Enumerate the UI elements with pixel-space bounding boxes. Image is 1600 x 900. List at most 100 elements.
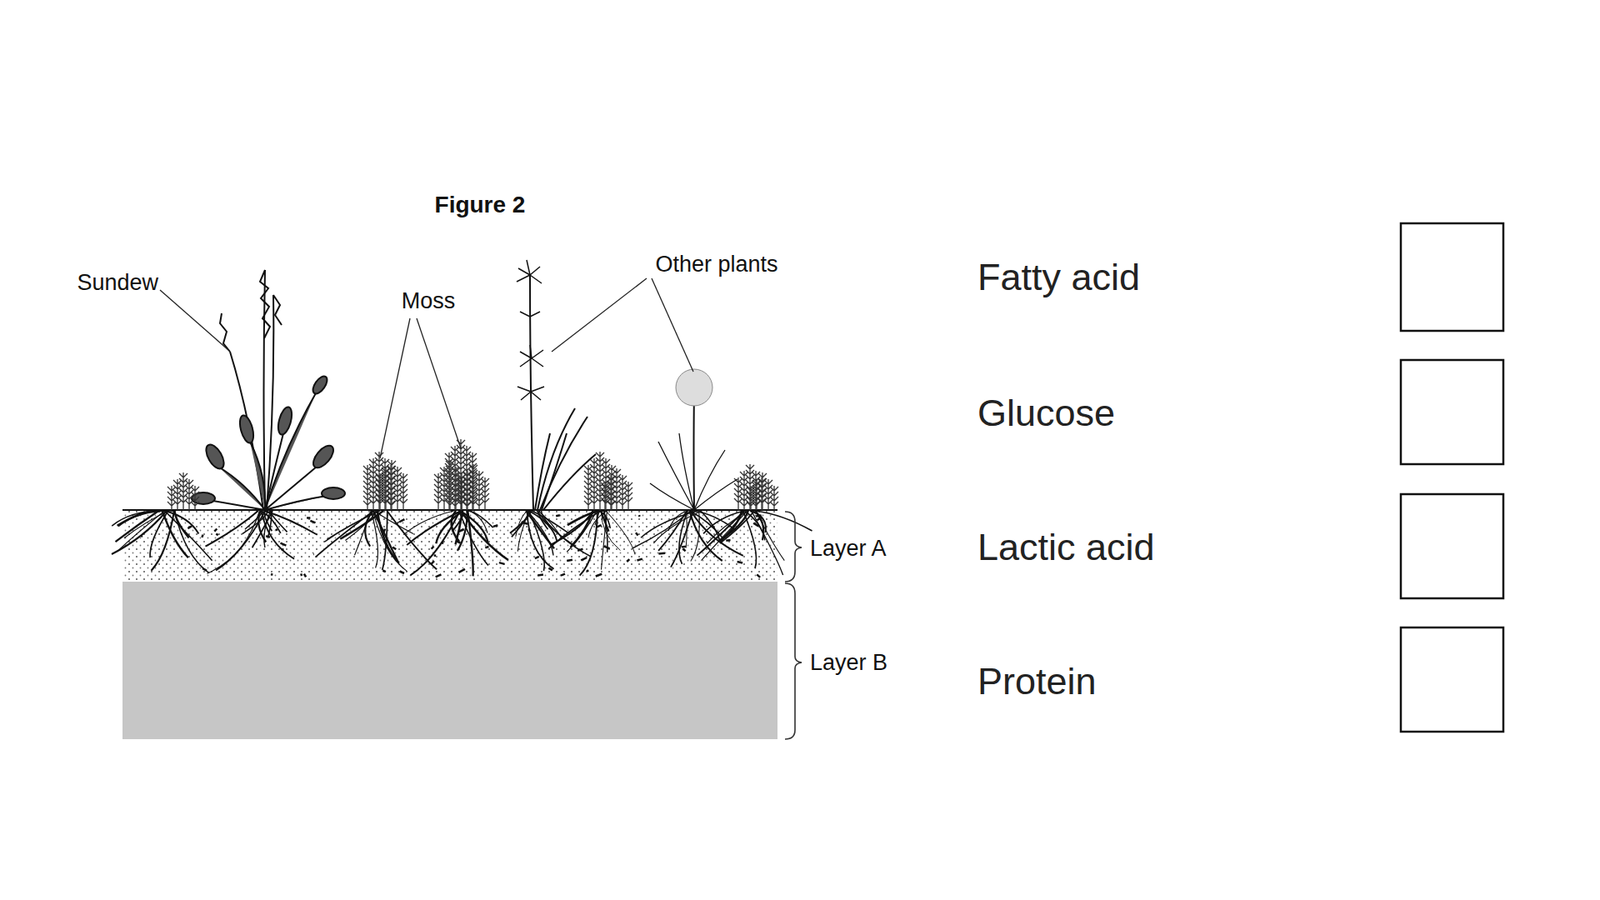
root-stroke bbox=[596, 525, 602, 528]
root-stroke bbox=[499, 562, 505, 565]
root-stroke bbox=[207, 510, 260, 574]
moss-stem bbox=[746, 485, 755, 510]
moss-stem bbox=[450, 445, 460, 510]
root-stroke bbox=[345, 510, 377, 540]
moss-stem bbox=[363, 465, 372, 510]
root-stroke bbox=[275, 529, 278, 531]
root-stroke bbox=[174, 510, 210, 574]
root-stroke bbox=[215, 534, 218, 536]
root-stroke bbox=[265, 535, 270, 537]
sundew-plant bbox=[191, 270, 345, 510]
root-stroke bbox=[201, 535, 203, 538]
root-stroke bbox=[750, 510, 766, 533]
root-stroke bbox=[124, 510, 169, 539]
root-stroke bbox=[529, 510, 545, 571]
option-label: Protein bbox=[977, 660, 1097, 703]
moss-stem bbox=[612, 468, 621, 510]
moss-stem bbox=[445, 460, 455, 510]
root-stroke bbox=[252, 510, 274, 548]
root-stroke bbox=[315, 510, 374, 558]
root-stroke bbox=[685, 510, 688, 549]
root-stroke bbox=[304, 574, 306, 578]
root-stroke bbox=[162, 510, 189, 558]
root-stroke bbox=[457, 510, 468, 551]
moss-stem bbox=[393, 466, 402, 510]
root-stroke bbox=[555, 515, 560, 516]
root-stroke bbox=[370, 510, 378, 569]
roots bbox=[111, 510, 813, 578]
root-stroke bbox=[658, 551, 665, 555]
root-stroke bbox=[743, 510, 757, 569]
root-stroke bbox=[580, 557, 587, 560]
moss-stem bbox=[440, 466, 449, 510]
root-stroke bbox=[410, 510, 460, 575]
moss-stem bbox=[190, 485, 200, 510]
root-stroke bbox=[467, 510, 473, 576]
root-stroke bbox=[693, 510, 736, 531]
moss-stem bbox=[600, 481, 610, 510]
root-stroke bbox=[115, 510, 160, 542]
root-stroke bbox=[637, 559, 643, 561]
layer-a-texture bbox=[122, 510, 778, 582]
root-stroke bbox=[690, 510, 723, 561]
root-stroke bbox=[269, 510, 287, 532]
root-stroke bbox=[270, 573, 273, 576]
root-stroke bbox=[595, 574, 603, 577]
moss-stem bbox=[456, 439, 465, 510]
option-label: Lactic acid bbox=[977, 526, 1155, 569]
root-stroke bbox=[745, 510, 765, 540]
root-stroke bbox=[403, 510, 455, 535]
root-stroke bbox=[431, 546, 435, 550]
root-stroke bbox=[537, 574, 544, 575]
root-stroke bbox=[111, 510, 167, 555]
root-stroke bbox=[586, 570, 589, 571]
root-stroke bbox=[435, 574, 442, 577]
root-stroke bbox=[382, 570, 386, 573]
layer-b-bracket bbox=[785, 583, 802, 740]
moss-clumps bbox=[167, 439, 779, 510]
moss-stem bbox=[387, 460, 396, 510]
layer-a-bracket bbox=[785, 511, 802, 582]
part-label: Sundew bbox=[76, 270, 159, 296]
root-stroke bbox=[261, 510, 295, 560]
root-stroke bbox=[635, 532, 639, 535]
root-stroke bbox=[737, 561, 744, 564]
leader-lines bbox=[160, 278, 694, 459]
root-stroke bbox=[187, 525, 192, 529]
moss-stem bbox=[185, 479, 194, 510]
root-stroke bbox=[548, 568, 553, 571]
moss-stem bbox=[381, 466, 390, 510]
moss-stem bbox=[584, 465, 593, 510]
root-stroke bbox=[681, 545, 686, 548]
root-stroke bbox=[392, 546, 396, 550]
root-stroke bbox=[701, 510, 748, 561]
root-stroke bbox=[566, 560, 573, 561]
root-stroke bbox=[603, 545, 610, 549]
root-stroke bbox=[753, 523, 759, 527]
root-stroke bbox=[755, 515, 762, 516]
root-stroke bbox=[521, 522, 529, 525]
root-stroke bbox=[175, 510, 190, 538]
root-stroke bbox=[756, 574, 760, 578]
option-label: Fatty acid bbox=[977, 256, 1140, 299]
root-stroke bbox=[697, 510, 745, 556]
root-stroke bbox=[510, 510, 531, 534]
moss-stem bbox=[457, 473, 466, 510]
root-stroke bbox=[605, 510, 635, 555]
tick-boxes bbox=[1400, 223, 1504, 732]
other-plants bbox=[516, 260, 738, 510]
root-stroke bbox=[300, 573, 303, 576]
part-label: Other plants bbox=[655, 252, 778, 278]
moss-stem bbox=[770, 485, 779, 510]
root-stroke bbox=[281, 548, 285, 551]
figure-title: Figure 2 bbox=[435, 192, 526, 219]
moss-stem bbox=[475, 470, 484, 510]
root-stroke bbox=[400, 571, 405, 575]
root-stroke bbox=[214, 529, 217, 532]
root-stroke bbox=[567, 510, 607, 526]
root-stroke bbox=[469, 510, 488, 534]
root-stroke bbox=[116, 510, 165, 552]
root-stroke bbox=[264, 510, 318, 535]
root-stroke bbox=[375, 510, 414, 535]
